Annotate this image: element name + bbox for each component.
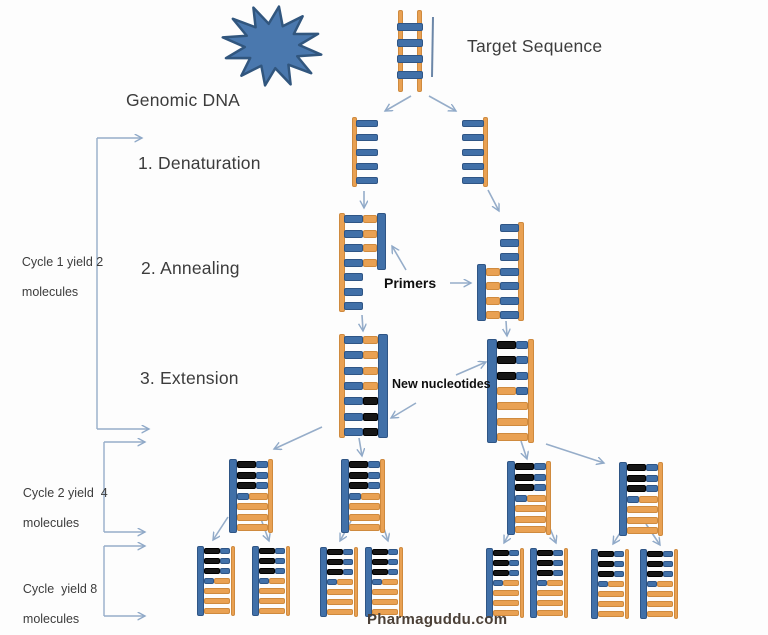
cycle2-bracket bbox=[103, 442, 145, 532]
cycle3-yield-line2: molecules bbox=[22, 612, 80, 626]
cycle2-molecule-1 bbox=[229, 459, 273, 533]
cycle2-molecule-4 bbox=[619, 462, 663, 536]
flow-arrows bbox=[213, 95, 660, 545]
step-extension-label: 3. Extension bbox=[140, 368, 239, 388]
cycle1-molecule-left bbox=[339, 334, 388, 438]
cycle3-yield-line1: Cycle yield 8 bbox=[22, 582, 98, 596]
watermark-text: Pharmaguddu.com bbox=[367, 611, 508, 628]
cycle2-molecule-3 bbox=[507, 461, 551, 535]
cycle3-molecule-6 bbox=[530, 548, 568, 618]
cycle2-yield-label: Cycle 2 yield 4 molecules bbox=[9, 471, 108, 546]
step-annealing-label: 2. Annealing bbox=[141, 258, 240, 278]
cycle3-molecule-1 bbox=[197, 546, 235, 616]
cycle2-yield-line2: molecules bbox=[22, 516, 80, 530]
genomic-dna-starburst-icon bbox=[221, 5, 323, 87]
cycle1-yield-line1: Cycle 1 yield 2 bbox=[21, 255, 104, 269]
target-sequence-label: Target Sequence bbox=[467, 36, 603, 56]
cycle1-yield-label: Cycle 1 yield 2 molecules bbox=[8, 240, 103, 315]
denatured-strand-left bbox=[352, 117, 379, 187]
cycle3-molecule-2 bbox=[252, 546, 290, 616]
cycle3-bracket bbox=[103, 546, 145, 616]
cycle2-yield-line1: Cycle 2 yield 4 bbox=[22, 486, 108, 500]
annealing-left-with-primer bbox=[339, 213, 386, 312]
target-sequence-tick bbox=[431, 16, 434, 78]
cycle3-molecule-5 bbox=[486, 548, 524, 618]
cycle1-molecule-right bbox=[487, 339, 534, 443]
target-sequence-dna bbox=[397, 10, 423, 92]
cycle2-molecule-2 bbox=[341, 459, 385, 533]
primers-label: Primers bbox=[384, 275, 437, 291]
cycle3-yield-label: Cycle yield 8 molecules bbox=[9, 567, 97, 635]
denatured-strand-right bbox=[461, 117, 488, 187]
new-nucleotides-label: New nucleotides bbox=[392, 377, 491, 391]
cycle3-molecule-7 bbox=[591, 549, 629, 619]
cycle1-bracket bbox=[96, 138, 149, 429]
cycle3-molecule-4 bbox=[365, 547, 403, 617]
step-denaturation-label: 1. Denaturation bbox=[138, 153, 261, 173]
cycle1-yield-line2: molecules bbox=[21, 285, 79, 299]
cycle3-molecule-8 bbox=[640, 549, 678, 619]
annealing-right-with-primer bbox=[477, 222, 524, 321]
genomic-dna-label: Genomic DNA bbox=[126, 90, 241, 110]
cycle3-molecule-3 bbox=[320, 547, 358, 617]
